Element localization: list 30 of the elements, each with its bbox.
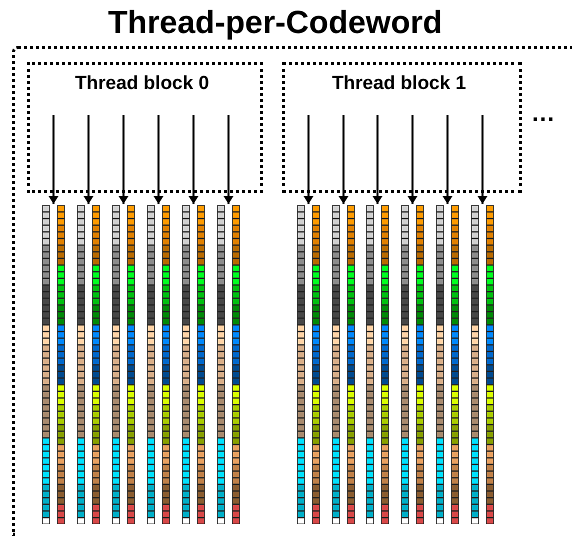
- block-title: Thread block 1: [330, 73, 468, 95]
- arrow: [84, 115, 94, 204]
- arrow: [408, 115, 418, 204]
- arrow: [188, 115, 198, 204]
- arrow: [118, 115, 128, 204]
- arrow: [372, 115, 382, 204]
- memory-column-drawing: [182, 205, 205, 524]
- arrow: [304, 115, 314, 204]
- arrow: [442, 115, 452, 204]
- memory-column-drawing: [401, 205, 424, 524]
- arrow: [224, 115, 234, 204]
- memory-column-drawing: [112, 205, 135, 524]
- memory-column-drawing: [77, 205, 100, 524]
- arrow: [478, 115, 488, 204]
- thread-block-frame: [282, 62, 522, 193]
- memory-column-drawing: [147, 205, 170, 524]
- ellipsis-text: ...: [532, 100, 556, 128]
- memory-column-drawing: [436, 205, 459, 524]
- memory-column-drawing: [217, 205, 240, 524]
- memory-column-drawing: [297, 205, 320, 524]
- arrow: [154, 115, 164, 204]
- group-title: Thread-per-Codeword: [108, 4, 442, 41]
- memory-column-drawing: [42, 205, 65, 524]
- block-title: Thread block 0: [74, 73, 210, 95]
- thread-block-frame: [27, 62, 263, 193]
- memory-column-drawing: [471, 205, 494, 524]
- memory-column-drawing: [366, 205, 389, 524]
- arrow: [338, 115, 348, 204]
- memory-column-drawing: [332, 205, 355, 524]
- arrow: [48, 115, 58, 204]
